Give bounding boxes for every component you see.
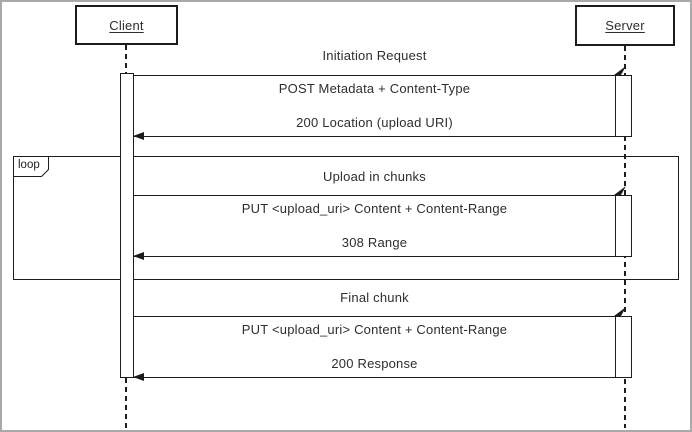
response-arrowhead-icon [133, 252, 144, 260]
actor-client: Client [75, 5, 178, 45]
server-activation-bar [615, 75, 632, 137]
section-title-initiation: Initiation Request [322, 48, 427, 63]
actor-client-label: Client [109, 17, 144, 33]
response-message-label: 200 Response [331, 356, 418, 371]
client-lifeline-bottom [125, 378, 127, 428]
request-arrowhead-icon [614, 186, 626, 195]
request-message-label: PUT <upload_uri> Content + Content-Range [241, 201, 508, 216]
request-message-label: POST Metadata + Content-Type [278, 81, 471, 96]
message-exchange-initiation: POST Metadata + Content-Type 200 Locatio… [133, 75, 616, 137]
request-arrowhead-icon [614, 66, 626, 75]
server-activation-bar [615, 195, 632, 257]
request-message-label: PUT <upload_uri> Content + Content-Range [241, 322, 508, 337]
response-message-label: 200 Location (upload URI) [296, 115, 453, 130]
request-arrowhead-icon [614, 307, 626, 316]
message-exchange-chunk-upload: PUT <upload_uri> Content + Content-Range… [133, 195, 616, 257]
loop-operator-label: loop [18, 159, 40, 171]
response-arrowhead-icon [133, 373, 144, 381]
client-activation-bar [120, 73, 134, 378]
client-lifeline-top [125, 45, 127, 73]
response-arrowhead-icon [133, 132, 144, 140]
message-exchange-final-chunk: PUT <upload_uri> Content + Content-Range… [133, 316, 616, 378]
server-activation-bar [615, 316, 632, 378]
response-message-label: 308 Range [341, 235, 408, 250]
section-title-upload-chunks: Upload in chunks [323, 169, 426, 184]
actor-server: Server [575, 5, 675, 46]
section-title-final-chunk: Final chunk [340, 290, 409, 305]
actor-server-label: Server [605, 18, 645, 33]
loop-tab-pentagon-icon [13, 156, 49, 177]
loop-frame: loop [13, 156, 679, 280]
loop-operator-tab: loop [13, 156, 49, 177]
